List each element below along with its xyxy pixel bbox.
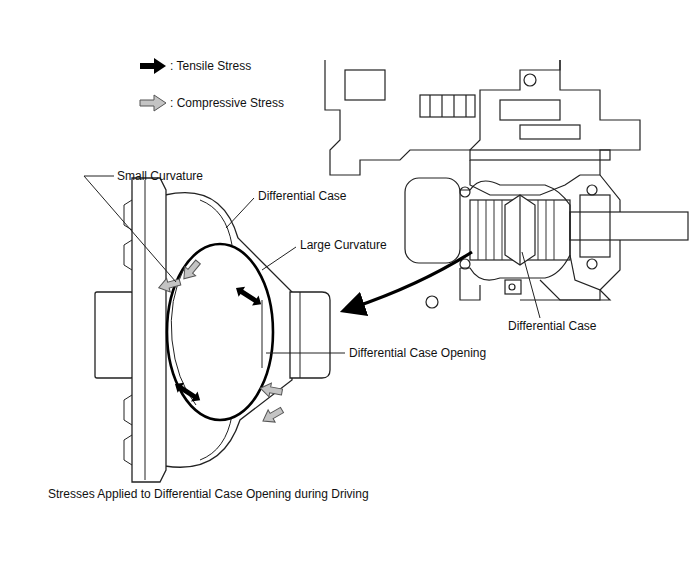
legend-text: : Compressive Stress	[170, 96, 284, 110]
figure-caption: Stresses Applied to Differential Case Op…	[48, 487, 369, 501]
part-label: Small Curvature	[117, 169, 203, 183]
part-label: Differential Case	[258, 189, 347, 203]
legend-text: : Tensile Stress	[170, 59, 251, 73]
compressive-arrow-sample	[140, 95, 166, 111]
part-label: Differential Case Opening	[349, 346, 486, 360]
part-label: Large Curvature	[300, 238, 387, 252]
leader-lines	[84, 176, 540, 353]
enlarge-arrow	[352, 252, 472, 308]
transaxle-section	[325, 60, 688, 308]
stress-arrows	[157, 258, 286, 428]
part-label: Differential Case	[508, 319, 597, 333]
differential-case-drawing	[95, 178, 330, 482]
tensile-arrow-sample	[140, 58, 166, 74]
